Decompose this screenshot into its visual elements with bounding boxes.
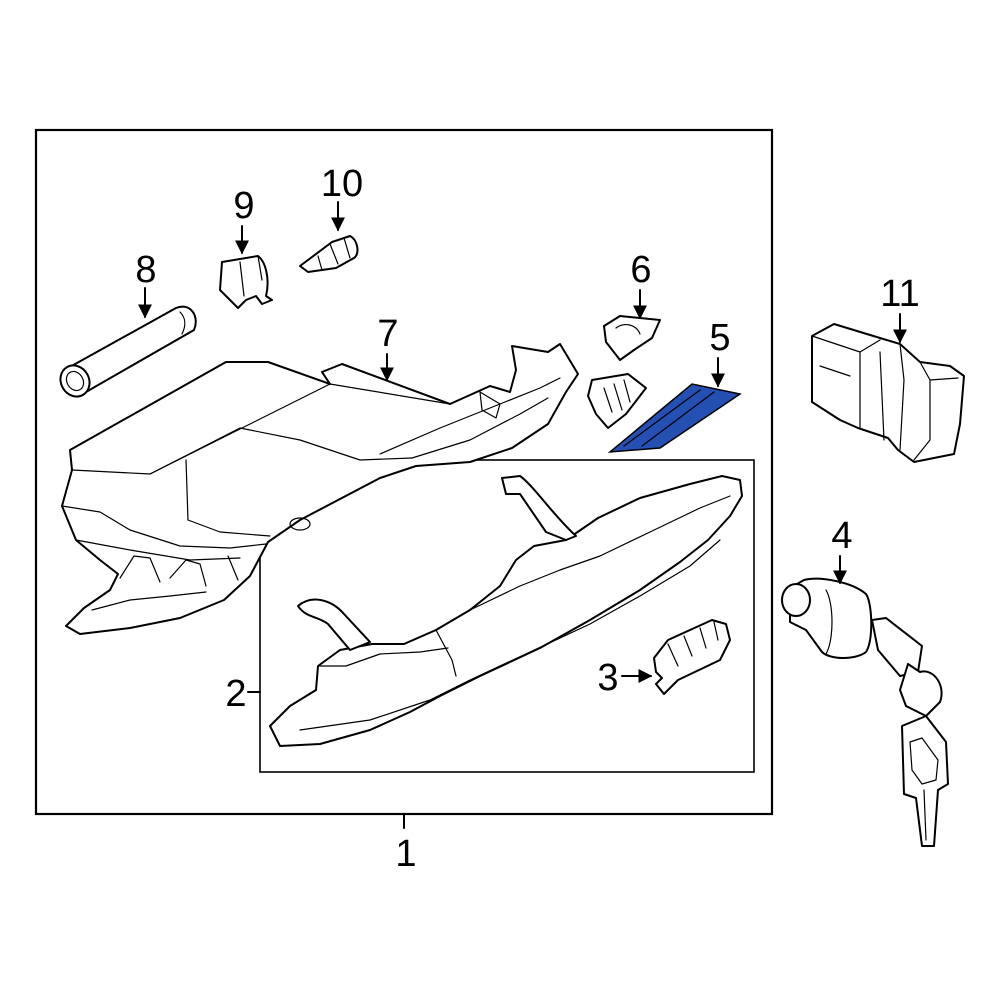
callout-4: 4 <box>831 515 852 557</box>
part-3-latch[interactable] <box>653 619 731 695</box>
part-10-plug[interactable] <box>299 235 359 273</box>
part-2-door[interactable] <box>269 475 743 747</box>
callout-8: 8 <box>135 249 156 291</box>
callout-11: 11 <box>880 273 919 315</box>
part-7-housing[interactable] <box>61 343 579 635</box>
callout-2: 2 <box>225 673 246 715</box>
part-11-switch[interactable] <box>811 323 965 463</box>
part-5-strip[interactable] <box>607 383 742 453</box>
part-6-bracket[interactable] <box>587 315 661 429</box>
callout-6: 6 <box>630 249 651 291</box>
part-9-bumper[interactable] <box>219 255 273 309</box>
part-4-lock-and-keys[interactable] <box>781 577 949 847</box>
subassembly-frame <box>259 459 755 773</box>
part-5-highlight <box>607 383 742 453</box>
callout-1: 1 <box>395 833 416 875</box>
callout-3: 3 <box>597 657 618 699</box>
callout-9: 9 <box>233 185 254 227</box>
callout-7: 7 <box>377 313 398 355</box>
callout-5: 5 <box>709 317 730 359</box>
callout-10: 10 <box>321 163 363 205</box>
part-8-cylinder[interactable] <box>55 305 197 402</box>
